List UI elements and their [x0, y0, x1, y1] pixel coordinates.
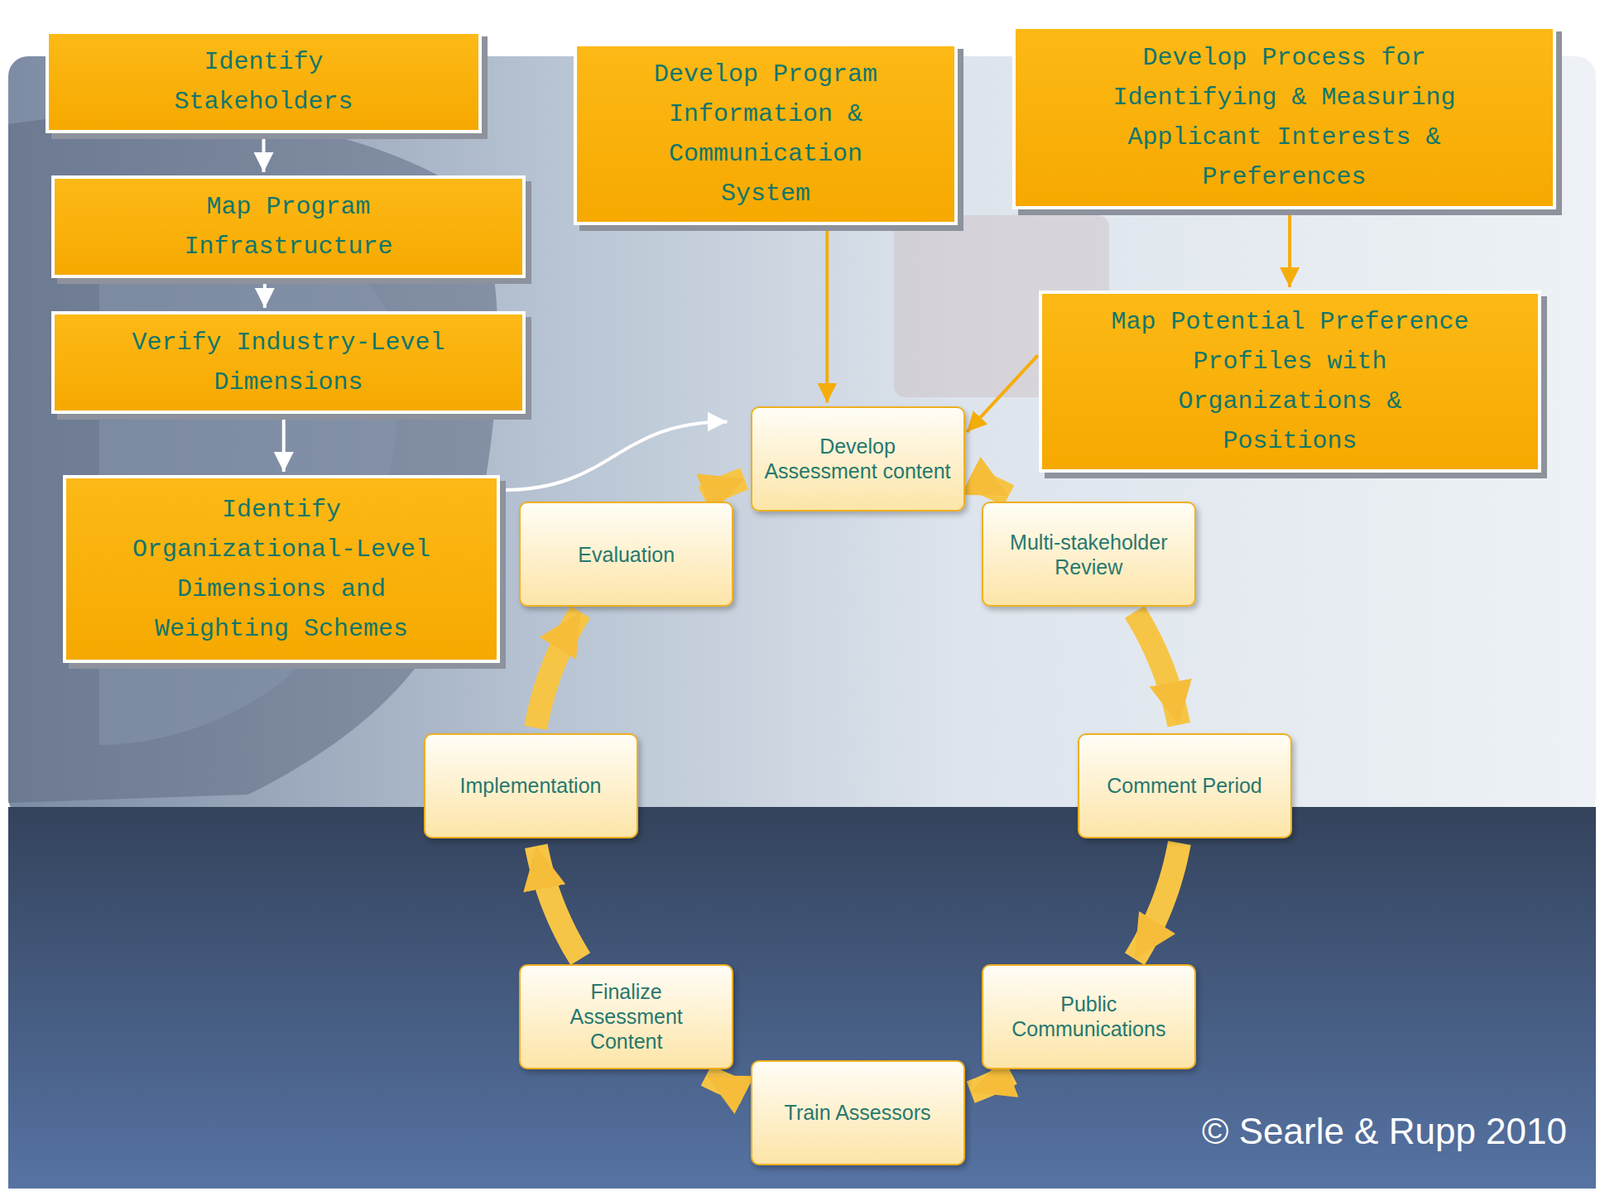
flow-arrow — [262, 134, 266, 173]
cycle-box: Develop Assessment content — [750, 406, 966, 512]
cycle-arrow — [1134, 842, 1180, 959]
cycle-box: Public Communications — [981, 964, 1197, 1070]
box-text: Identify Organizational-Level Dimensions… — [124, 490, 439, 649]
cycle-box: Implementation — [423, 733, 639, 839]
cycle-arrow — [703, 478, 745, 497]
box-text: Comment Period — [1106, 773, 1263, 798]
flow-arrow — [1287, 211, 1292, 288]
box-text: Finalize Assessment Content — [532, 979, 721, 1054]
flow-arrow — [825, 226, 829, 404]
flow-arrow — [501, 422, 728, 491]
step-box: Develop Process for Identifying & Measur… — [1012, 25, 1557, 210]
box-text: Map Potential Preference Profiles with O… — [1108, 302, 1473, 462]
cycle-arrow — [970, 1073, 1012, 1092]
step-box: Identify Stakeholders — [45, 30, 482, 134]
cycle-arrow — [536, 845, 581, 959]
step-box: Map Potential Preference Profiles with O… — [1038, 290, 1542, 473]
cycle-box: Multi-stakeholder Review — [981, 501, 1197, 607]
box-text: Train Assessors — [784, 1100, 932, 1125]
flow-arrow — [263, 279, 267, 308]
box-text: Verify Industry-Level Dimensions — [123, 322, 455, 403]
box-text: Develop Program Information & Communicat… — [645, 54, 886, 214]
cycle-arrow — [970, 478, 1010, 495]
box-text: Public Communications — [994, 991, 1183, 1042]
box-text: Multi-stakeholder Review — [994, 529, 1183, 580]
cycle-arrow — [706, 1075, 745, 1092]
cycle-arrow — [535, 611, 581, 728]
box-text: Evaluation — [577, 542, 675, 567]
box-text: Develop Process for Identifying & Measur… — [1110, 38, 1459, 197]
cycle-box: Train Assessors — [750, 1060, 966, 1166]
step-box: Identify Organizational-Level Dimensions… — [62, 475, 500, 664]
cycle-box: Comment Period — [1077, 733, 1293, 839]
box-text: Implementation — [460, 773, 602, 798]
cycle-arrow — [1134, 611, 1179, 725]
flow-arrow — [966, 355, 1038, 432]
cycle-box: Evaluation — [518, 501, 734, 607]
step-box: Verify Industry-Level Dimensions — [51, 311, 526, 414]
lower-panel — [8, 807, 1596, 1189]
cycle-box: Finalize Assessment Content — [518, 964, 734, 1070]
box-text: Map Program Infrastructure — [177, 187, 401, 267]
step-box: Map Program Infrastructure — [51, 175, 526, 279]
step-box: Develop Program Information & Communicat… — [573, 43, 958, 226]
box-text: Identify Stakeholders — [164, 42, 364, 122]
box-text: Develop Assessment content — [763, 433, 952, 484]
copyright-label: © Searle & Rupp 2010 — [1201, 1110, 1567, 1153]
flow-arrow — [282, 415, 286, 472]
